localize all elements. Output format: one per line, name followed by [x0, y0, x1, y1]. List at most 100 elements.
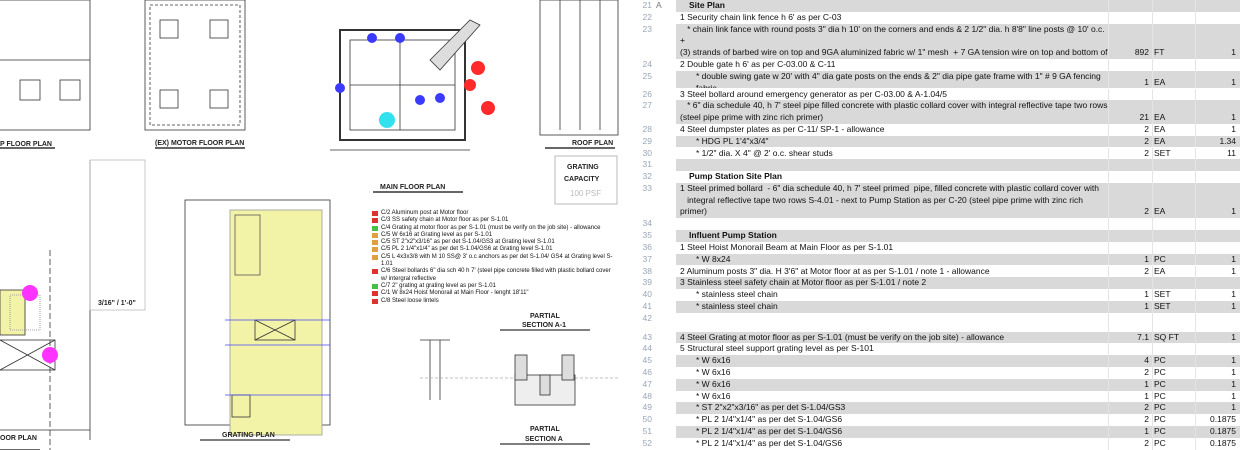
row-number[interactable]: 27 [642, 100, 652, 111]
cell-a[interactable] [656, 379, 676, 391]
cell-value[interactable]: 1 [1196, 391, 1240, 403]
cell-unit[interactable]: SET [1152, 289, 1196, 301]
table-row[interactable]: 52* PL 2 1/4"x1/4" as per det S-1.04/GS6… [620, 437, 1240, 450]
cell-a[interactable] [656, 183, 676, 218]
cell-unit[interactable]: EA [1152, 265, 1196, 278]
row-number[interactable]: 51 [642, 425, 652, 436]
cell-unit[interactable] [1152, 277, 1196, 290]
row-number[interactable]: 49 [642, 402, 652, 413]
cell-description[interactable] [676, 312, 1109, 332]
cell-unit[interactable] [1152, 241, 1196, 254]
cell-unit[interactable]: PC [1152, 437, 1196, 450]
table-row[interactable]: 31 [620, 159, 1240, 172]
cell-quantity[interactable]: 1 [1109, 425, 1152, 438]
cell-a[interactable] [656, 71, 676, 89]
cell-value[interactable]: 1 [1196, 182, 1240, 219]
cell-quantity[interactable]: 1 [1109, 70, 1152, 89]
cell-description[interactable]: * PL 2 1/4"x1/4" as per det S-1.04/GS6 [676, 414, 1109, 426]
cell-a[interactable] [656, 367, 676, 379]
cell-unit[interactable] [1152, 0, 1196, 12]
row-number[interactable]: 29 [642, 135, 652, 146]
row-number[interactable]: 25 [642, 70, 652, 81]
cell-unit[interactable]: SET [1152, 147, 1196, 160]
row-number[interactable]: 30 [642, 147, 652, 158]
cell-value[interactable]: 1 [1196, 355, 1240, 367]
row-number[interactable]: 31 [642, 159, 652, 170]
row-number[interactable]: 43 [642, 331, 652, 342]
cell-value[interactable]: 0.1875 [1196, 414, 1240, 426]
table-row[interactable]: 25 * double swing gate w 20' with 4" dia … [620, 70, 1240, 89]
cell-quantity[interactable]: 1 [1109, 378, 1152, 391]
cell-unit[interactable]: PC [1152, 402, 1196, 415]
cell-unit[interactable]: EA [1152, 100, 1196, 124]
cell-a[interactable] [656, 24, 676, 59]
table-row[interactable]: 34 [620, 218, 1240, 231]
cell-unit[interactable]: EA [1152, 123, 1196, 136]
cell-value[interactable]: 1 [1196, 253, 1240, 266]
cell-a[interactable] [656, 218, 676, 230]
cell-a[interactable] [656, 402, 676, 414]
cell-description[interactable]: 2 Aluminum posts 3" dia. H 3'6" at Motor… [676, 265, 1109, 278]
cell-a[interactable] [656, 59, 676, 71]
row-number[interactable]: 48 [642, 390, 652, 401]
cell-quantity[interactable]: 1 [1109, 391, 1152, 403]
cell-value[interactable]: 1 [1196, 266, 1240, 278]
cell-unit[interactable]: EA [1152, 182, 1196, 219]
cell-unit[interactable] [1152, 11, 1196, 24]
cell-value[interactable]: 1 [1196, 378, 1240, 391]
cell-unit[interactable] [1152, 218, 1196, 231]
cell-description[interactable]: * double swing gate w 20' with 4" dia ga… [676, 70, 1109, 89]
cell-quantity[interactable] [1109, 159, 1152, 172]
cell-value[interactable] [1196, 12, 1240, 24]
cell-description[interactable]: * PL 2 1/4"x1/4" as per det S-1.04/GS6 [676, 437, 1109, 450]
cell-quantity[interactable] [1109, 0, 1152, 12]
cell-unit[interactable]: EA [1152, 135, 1196, 148]
cell-a[interactable] [656, 277, 676, 289]
cell-quantity[interactable]: 2 [1109, 266, 1152, 278]
row-number[interactable]: 26 [642, 88, 652, 99]
cell-description[interactable]: 1 Security chain link fence h 6' as per … [676, 11, 1109, 24]
cell-unit[interactable]: PC [1152, 425, 1196, 438]
row-number[interactable]: 34 [642, 218, 652, 229]
cell-unit[interactable]: FT [1152, 23, 1196, 59]
cell-description[interactable] [676, 159, 1109, 172]
cell-unit[interactable] [1152, 312, 1196, 332]
cell-unit[interactable] [1152, 230, 1196, 242]
row-number[interactable]: 44 [642, 343, 652, 354]
cell-description[interactable]: 4 Steel Grating at motor floor as per S-… [676, 331, 1109, 344]
cell-quantity[interactable] [1109, 12, 1152, 24]
cell-unit[interactable]: PC [1152, 390, 1196, 403]
row-number[interactable]: 33 [642, 182, 652, 193]
cell-quantity[interactable]: 2 [1109, 414, 1152, 426]
cell-description[interactable]: * W 6x16 [676, 378, 1109, 391]
cell-a[interactable] [656, 301, 676, 313]
cell-quantity[interactable]: 1 [1109, 253, 1152, 266]
cell-a[interactable] [656, 136, 676, 148]
cell-unit[interactable]: SET [1152, 300, 1196, 313]
row-number[interactable]: 39 [642, 277, 652, 288]
cell-unit[interactable] [1152, 59, 1196, 71]
row-number[interactable]: 37 [642, 253, 652, 264]
cell-description[interactable]: * chain link fance with round posts 3" d… [676, 23, 1109, 59]
cell-quantity[interactable] [1109, 218, 1152, 230]
cell-a[interactable] [656, 12, 676, 24]
cell-a[interactable] [656, 313, 676, 332]
cell-description[interactable]: * stainless steel chain [676, 300, 1109, 313]
cell-quantity[interactable] [1109, 313, 1152, 332]
cell-quantity[interactable] [1109, 59, 1152, 71]
cell-description[interactable]: * 6" dia schedule 40, h 7' steel pipe fi… [676, 100, 1109, 124]
cell-a[interactable] [656, 414, 676, 426]
cell-description[interactable]: * stainless steel chain [676, 289, 1109, 301]
cell-value[interactable] [1196, 313, 1240, 332]
